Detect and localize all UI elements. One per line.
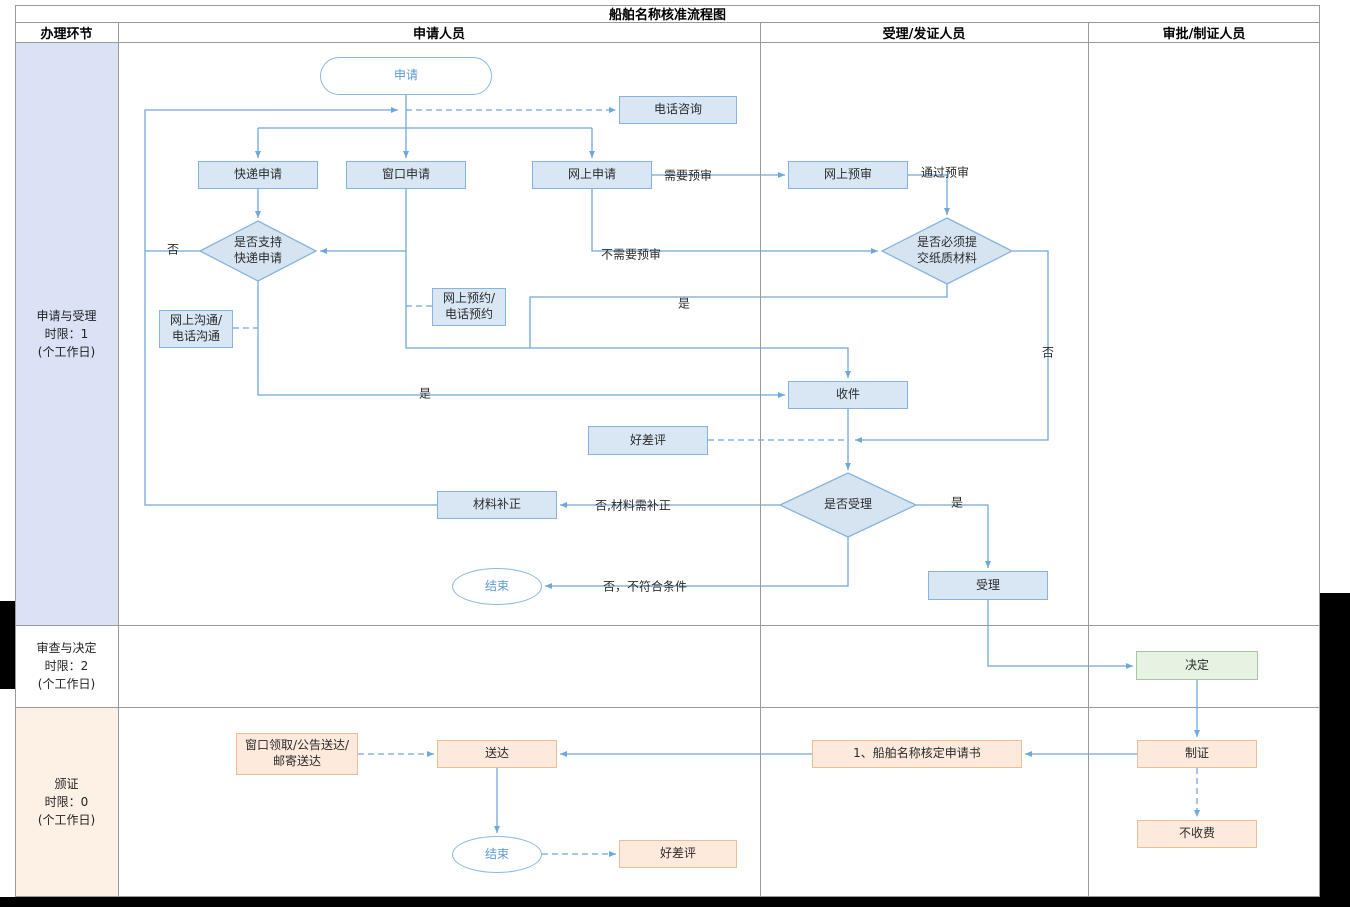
edge-label-no-express: 否 [166,242,180,257]
column-header-acceptor: 受理/发证人员 [882,26,966,42]
page-title: 船舶名称核准流程图 [608,8,726,23]
edge-label-no-reject: 否，不符合条件 [602,579,688,594]
grid-v-stage [118,22,119,897]
lane3-cell-bg [16,708,118,896]
rating-bottom-node: 好差评 [619,840,737,868]
phone-consult-node: 电话咨询 [619,96,737,124]
express-apply-node: 快递申请 [198,161,318,189]
make-cert-node: 制证 [1137,740,1257,768]
end-top-node: 结束 [452,568,542,605]
lane2-cell-bg [16,626,118,707]
edge-label-no-fix: 否,材料需补正 [595,498,671,513]
lane-label-issue-cert: 颁证 时限：0 (个工作日) [37,777,96,827]
start-node: 申请 [320,57,492,95]
edge-label-pass-preview: 通过预审 [920,165,970,180]
grid-v-acceptor [1088,22,1089,897]
online-booking-node: 网上预约/ 电话预约 [432,288,506,326]
offcanvas-right [1320,593,1350,907]
edge-label-yes-accept: 是 [950,495,964,510]
window-apply-node: 窗口申请 [346,161,466,189]
column-header-approver: 审批/制证人员 [1162,26,1246,42]
decide-node: 决定 [1136,651,1258,680]
support-express-decision: 是否支持 快递申请 [233,235,282,265]
application-doc-node: 1、船舶名称核定申请书 [812,740,1022,768]
grid-h-lane2 [15,707,1320,708]
accept-node: 受理 [928,571,1048,600]
online-comm-node: 网上沟通/ 电话沟通 [159,310,233,348]
edge-label-need-preview: 需要预审 [663,168,713,183]
need-paper-decision: 是否必须提 交纸质材料 [916,235,977,265]
grid-v-applicant [760,22,761,897]
grid-h-header [15,42,1320,43]
offcanvas-left [0,601,15,689]
grid-h-lane1 [15,625,1320,626]
table-outer-border [15,5,1320,897]
end-bottom-node: 结束 [452,836,542,873]
receive-node: 收件 [788,381,908,409]
rating-top-node: 好差评 [588,426,708,455]
accept-check-decision: 是否受理 [823,497,872,512]
edge-label-no-paper: 否 [1041,345,1055,360]
offcanvas-bottom [0,897,1350,907]
lane-label-apply-accept: 申请与受理 时限：1 (个工作日) [36,308,97,359]
column-header-applicant: 申请人员 [412,26,465,42]
material-fix-node: 材料补正 [437,491,557,519]
edge-label-yes-express: 是 [418,386,432,401]
deliver-methods-node: 窗口领取/公告送达/ 邮寄送达 [236,733,358,775]
deliver-node: 送达 [437,740,557,768]
online-apply-node: 网上申请 [532,161,652,189]
online-preview-node: 网上预审 [788,161,908,189]
edge-label-no-need-preview: 不需要预审 [600,247,662,262]
column-header-stage: 办理环节 [40,26,93,42]
grid-h-title [15,22,1320,23]
lane1-cell-bg [16,43,118,625]
no-fee-node: 不收费 [1137,820,1257,848]
edge-label-yes-paper: 是 [677,296,691,311]
lane-label-review-decide: 审查与决定 时限：2 (个工作日) [36,641,97,691]
